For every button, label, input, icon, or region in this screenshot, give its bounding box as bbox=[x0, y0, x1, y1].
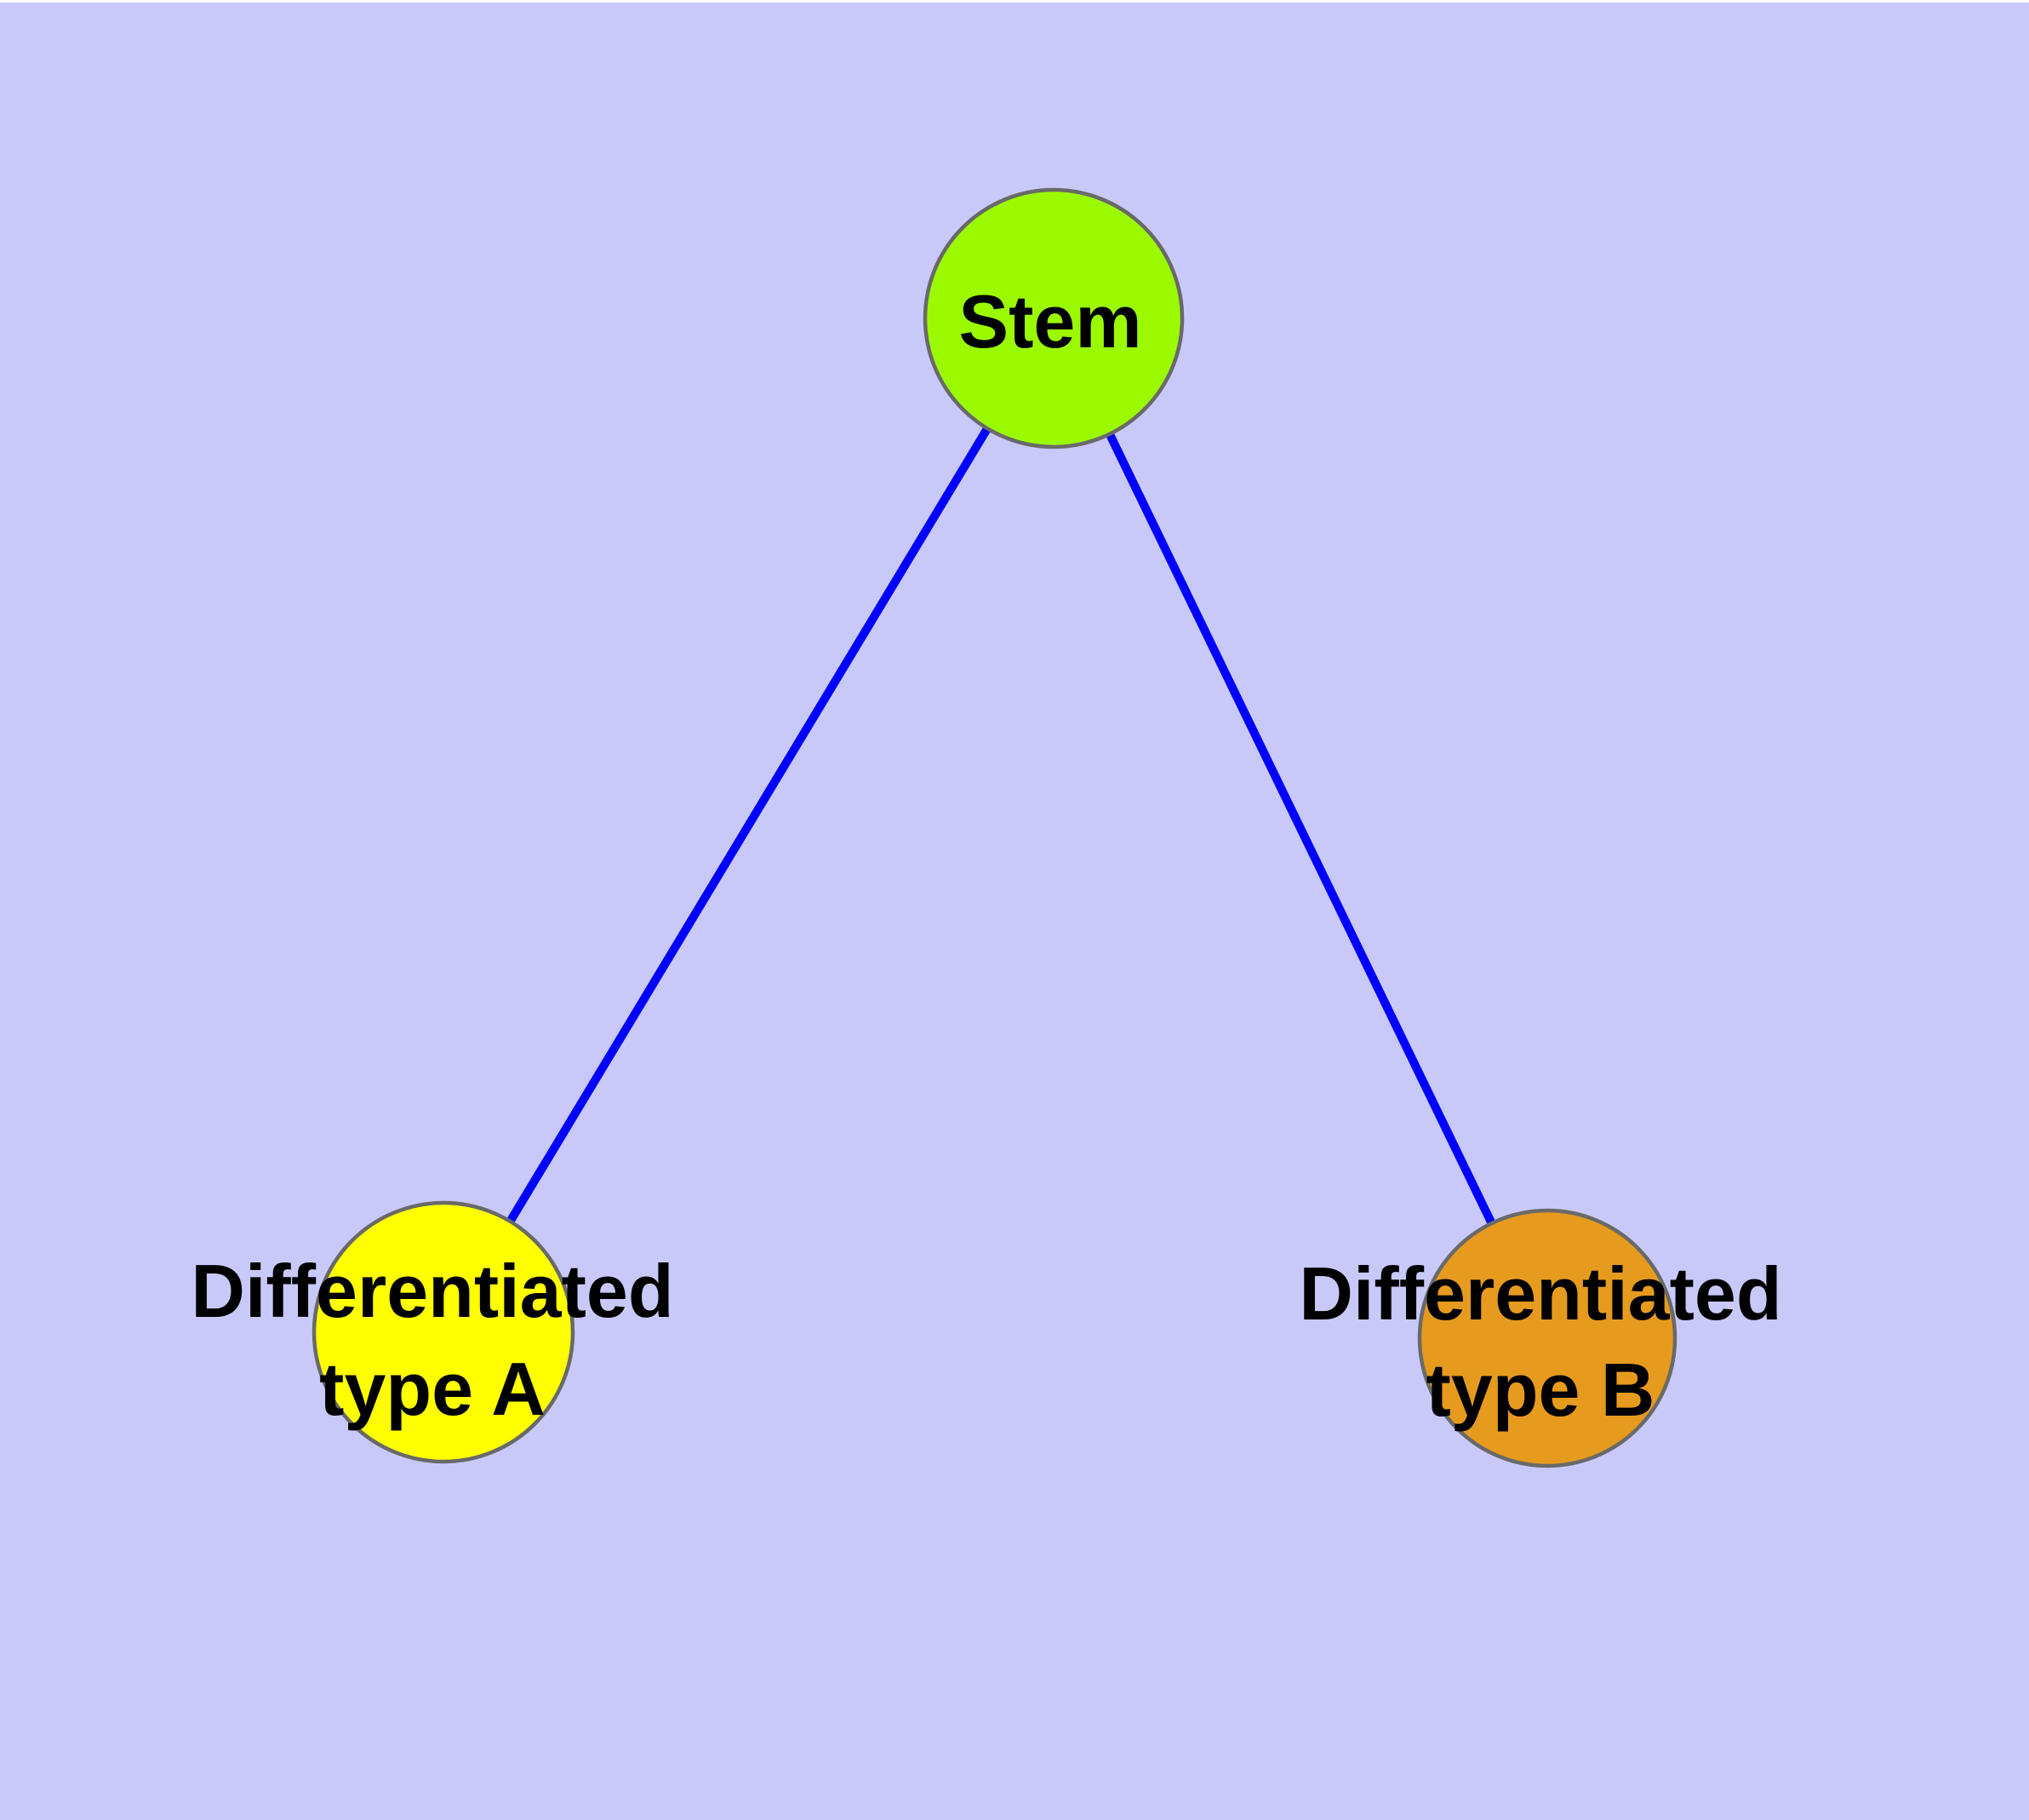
node-type-b-circle bbox=[1417, 1208, 1677, 1468]
node-stem-label: Stem bbox=[958, 279, 1141, 363]
edge-stem-to-type-b bbox=[1049, 316, 1552, 1341]
node-type-b-label-line2: type B bbox=[1426, 1348, 1655, 1432]
edge-stem-to-type-a bbox=[439, 316, 1058, 1335]
node-type-b-label-line1: Differentiated bbox=[1299, 1251, 1781, 1336]
node-type-a-label-line2: type A bbox=[319, 1347, 546, 1431]
node-stem-circle bbox=[923, 187, 1185, 449]
node-type-a-circle bbox=[311, 1200, 575, 1464]
node-type-a-label-line1: Differentiated bbox=[191, 1249, 673, 1333]
